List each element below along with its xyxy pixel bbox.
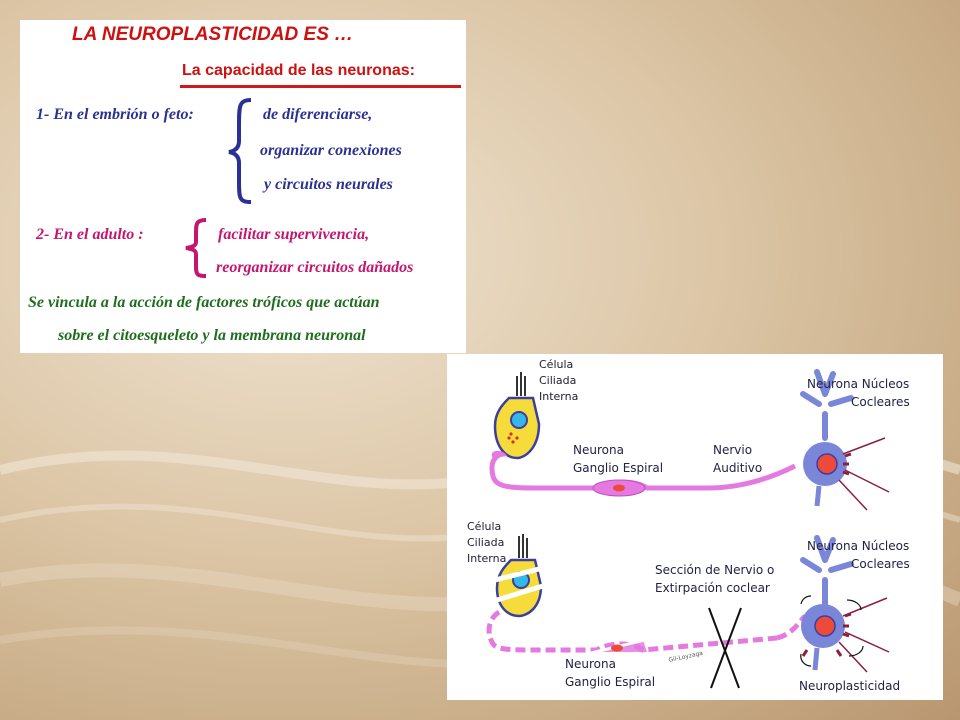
neuron-diagram-panel: Célula Ciliada Interna Neurona Ganglio E… xyxy=(447,354,943,700)
blue-brace-icon xyxy=(228,98,252,204)
top-nucleus-neuron-icon xyxy=(800,369,890,511)
bottom-hair-cell-icon xyxy=(494,534,544,618)
footer-line-1: Se vincula a la acción de factores trófi… xyxy=(28,294,380,311)
top-nucleus-label-1: Neurona Núcleos xyxy=(807,377,909,391)
subtitle: La capacidad de las neuronas: xyxy=(182,62,415,79)
top-nucleus-label-2: Cocleares xyxy=(851,395,910,409)
neuron-diagram: Célula Ciliada Interna Neurona Ganglio E… xyxy=(467,358,910,693)
bottom-nucleus-neuron-icon xyxy=(800,535,890,673)
item1-line-1: de diferenciarse, xyxy=(263,106,373,123)
bottom-cell-label-1: Célula xyxy=(467,520,501,533)
credit-label: Gil-Loyzaga xyxy=(668,650,704,664)
bottom-plasticity-label: Neuroplasticidad xyxy=(799,679,900,693)
bottom-cell-label-3: Interna xyxy=(467,552,506,565)
bottom-diagram: Célula Ciliada Interna Sección de Nervio… xyxy=(467,520,910,693)
top-cell-label-2: Ciliada xyxy=(539,374,576,387)
page-title: LA NEUROPLASTICIDAD ES … xyxy=(72,24,354,45)
bottom-ganglion-label-2: Ganglio Espiral xyxy=(565,675,655,689)
top-ganglion-label-1: Neurona xyxy=(573,443,624,457)
magenta-brace-icon xyxy=(185,218,207,278)
top-cell-label-3: Interna xyxy=(539,390,578,403)
top-cell-label-1: Célula xyxy=(539,358,573,371)
bottom-ganglion-label-1: Neurona xyxy=(565,657,616,671)
top-hair-cell-icon xyxy=(493,372,541,460)
bottom-section-label-1: Sección de Nervio o xyxy=(655,563,774,577)
item1-line-3: y circuitos neurales xyxy=(264,176,393,193)
item1-line-2: organizar conexiones xyxy=(260,142,402,159)
bottom-nucleus-label-2: Cocleares xyxy=(851,557,910,571)
item2-line-2: reorganizar circuitos dañados xyxy=(216,259,414,276)
item1-label: 1- En el embrión o feto: xyxy=(36,106,194,123)
top-diagram: Célula Ciliada Interna Neurona Ganglio E… xyxy=(489,358,910,511)
top-nerve-label-2: Auditivo xyxy=(713,461,762,475)
top-nerve-label-1: Nervio xyxy=(713,443,752,457)
title-underline xyxy=(180,85,461,88)
definition-panel: LA NEUROPLASTICIDAD ES … La capacidad de… xyxy=(20,20,466,353)
bottom-cell-label-2: Ciliada xyxy=(467,536,504,549)
item2-line-1: facilitar supervivencia, xyxy=(218,226,370,243)
item2-label: 2- En el adulto : xyxy=(36,226,144,243)
footer-line-2: sobre el citoesqueleto y la membrana neu… xyxy=(58,327,366,344)
top-ganglion-label-2: Ganglio Espiral xyxy=(573,461,663,475)
bottom-nucleus-label-1: Neurona Núcleos xyxy=(807,539,909,553)
bottom-section-label-2: Extirpación coclear xyxy=(655,581,770,595)
